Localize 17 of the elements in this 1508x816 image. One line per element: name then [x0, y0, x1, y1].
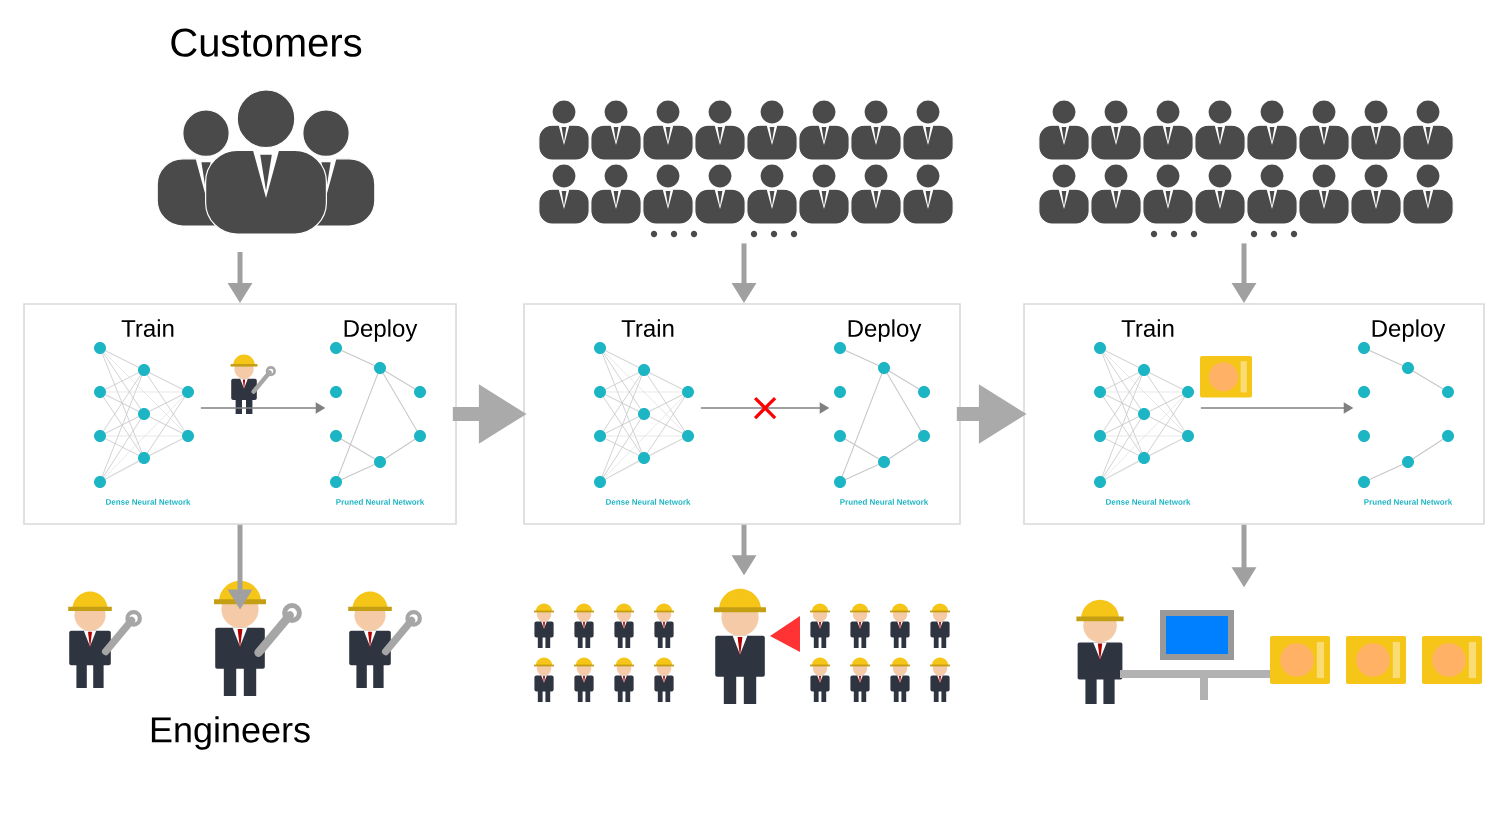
engineers-drawing: Engineers: [68, 580, 422, 750]
node-label: Train: [1121, 319, 1174, 337]
node-label: Deploy: [848, 319, 922, 342]
node-label: Deploy: [344, 319, 418, 342]
node-label: Train: [121, 319, 174, 337]
panel-box: [523, 303, 961, 525]
node-label: Customers: [171, 28, 362, 57]
panel-box: [23, 303, 457, 525]
panel-box: [1023, 303, 1485, 525]
crowd-drawing: [1038, 99, 1454, 238]
engineer-chips-drawing: [1076, 599, 1482, 704]
crowd-drawing: [538, 99, 954, 238]
node-label: Engineers: [151, 716, 310, 750]
node-label: Train: [621, 319, 674, 337]
customers-drawing: Customers: [156, 28, 376, 235]
team-drawing: [534, 588, 950, 704]
node-label: Deploy: [1372, 319, 1446, 342]
